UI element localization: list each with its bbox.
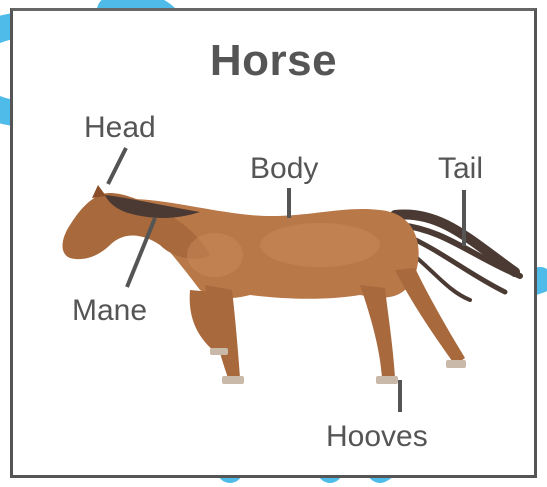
head-pointer-line (108, 148, 126, 184)
mane-label: Mane (72, 294, 147, 328)
head-label: Head (84, 111, 156, 145)
body-label: Body (250, 152, 318, 186)
tail-label: Tail (438, 152, 483, 186)
horse-hooves-art (210, 348, 466, 384)
hooves-label: Hooves (326, 420, 428, 454)
